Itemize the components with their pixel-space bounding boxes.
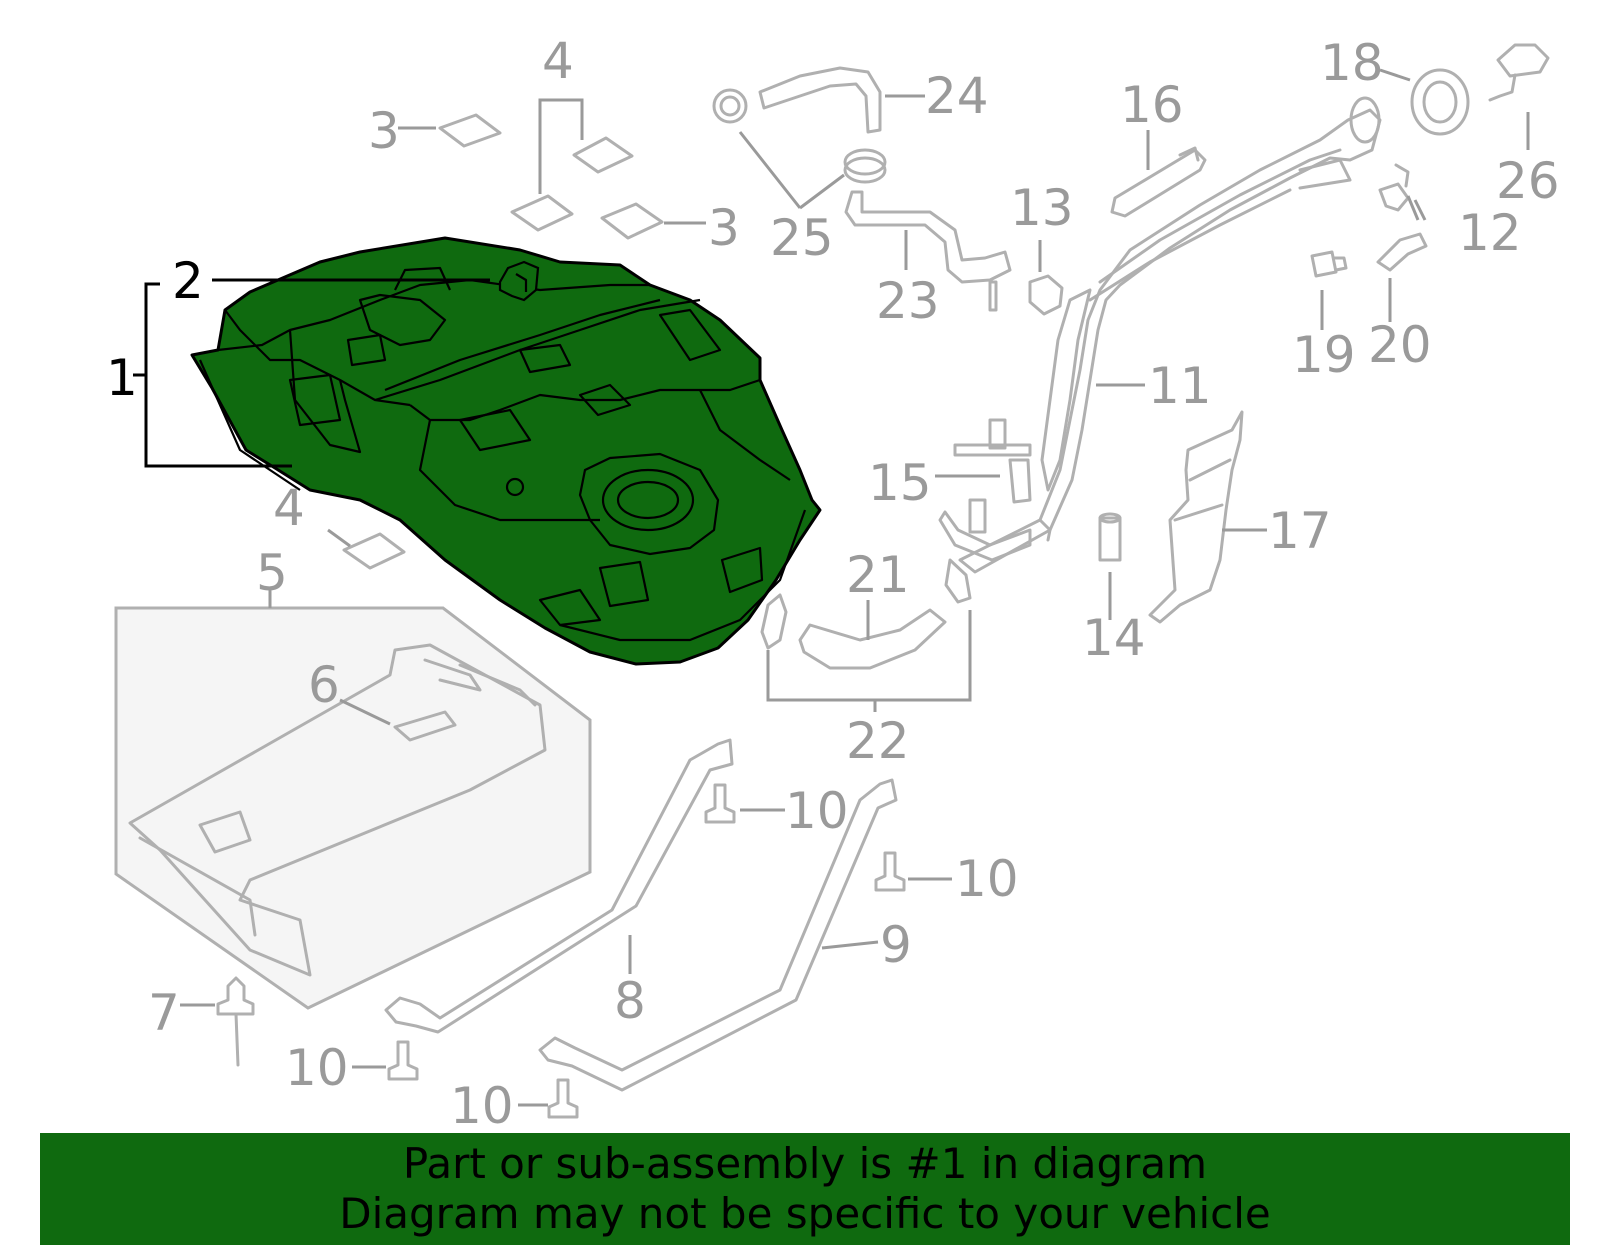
clip-part-12[interactable] <box>1378 163 1410 212</box>
callout-3: 3 <box>708 199 740 257</box>
seal-part-18[interactable] <box>1410 68 1470 136</box>
disclaimer-banner: Part or sub-assembly is #1 in diagram Di… <box>40 1133 1570 1245</box>
callout-25: 25 <box>770 209 834 267</box>
bolts-part-10[interactable] <box>387 783 906 1119</box>
callout-1: 1 <box>106 349 138 407</box>
shield-part-17[interactable] <box>1148 410 1244 624</box>
filler-neck-part-11[interactable] <box>958 96 1382 574</box>
callout-4: 4 <box>273 479 305 537</box>
part-19[interactable] <box>1310 250 1348 278</box>
leader-lines-highlighted <box>133 278 490 468</box>
callout-6: 6 <box>308 656 340 714</box>
fuel-tank-part-1[interactable] <box>190 236 822 666</box>
callout-2: 2 <box>172 252 204 310</box>
callout-15: 15 <box>868 454 932 512</box>
callout-10: 10 <box>450 1077 514 1135</box>
clamps-part-22[interactable] <box>760 558 972 650</box>
callout-26: 26 <box>1496 152 1560 210</box>
pin-part-7[interactable] <box>216 976 255 1067</box>
callout-18: 18 <box>1320 34 1384 92</box>
banner-line-2: Diagram may not be specific to your vehi… <box>339 1189 1271 1238</box>
callout-22: 22 <box>846 712 910 770</box>
callout-20: 20 <box>1368 316 1432 374</box>
cap-part-13[interactable] <box>1028 274 1064 316</box>
clamps-part-25[interactable] <box>712 88 887 184</box>
strap-part-8[interactable] <box>384 738 734 1034</box>
callout-9: 9 <box>880 916 912 974</box>
callout-labels: 1 2 3 3 4 4 5 6 7 8 9 10 10 10 10 11 12 … <box>106 32 1560 1135</box>
callout-11: 11 <box>1148 357 1212 415</box>
callout-13: 13 <box>1010 179 1074 237</box>
callout-3: 3 <box>368 102 400 160</box>
banner-line-1: Part or sub-assembly is #1 in diagram <box>402 1139 1208 1188</box>
hose-part-23[interactable] <box>844 190 1012 312</box>
callout-23: 23 <box>876 272 940 330</box>
bracket-part-16[interactable] <box>1110 146 1207 218</box>
vent-valve-part-2[interactable] <box>498 260 540 302</box>
hose-part-24[interactable] <box>758 66 882 134</box>
callout-14: 14 <box>1082 609 1146 667</box>
fuel-cap-part-26[interactable] <box>1488 43 1550 102</box>
strap-part-9[interactable] <box>538 778 898 1092</box>
callout-12: 12 <box>1458 204 1522 262</box>
callout-7: 7 <box>148 984 180 1042</box>
pipe-part-15[interactable] <box>938 418 1032 562</box>
part-14[interactable] <box>1098 512 1122 562</box>
callout-21: 21 <box>846 546 910 604</box>
callout-16: 16 <box>1120 76 1184 134</box>
callout-4: 4 <box>542 32 574 90</box>
callout-10: 10 <box>285 1039 349 1097</box>
pads-part-3-4[interactable] <box>342 113 664 570</box>
heat-shield-part-5[interactable] <box>114 606 592 1010</box>
callout-19: 19 <box>1292 326 1356 384</box>
callout-10: 10 <box>955 850 1019 908</box>
hose-part-20[interactable] <box>1376 232 1428 272</box>
callout-10: 10 <box>785 782 849 840</box>
callout-17: 17 <box>1268 502 1332 560</box>
callout-5: 5 <box>256 544 288 602</box>
callout-8: 8 <box>614 972 646 1030</box>
callout-24: 24 <box>925 67 989 125</box>
leader-lines <box>180 68 1530 1107</box>
hose-part-21[interactable] <box>798 608 947 670</box>
